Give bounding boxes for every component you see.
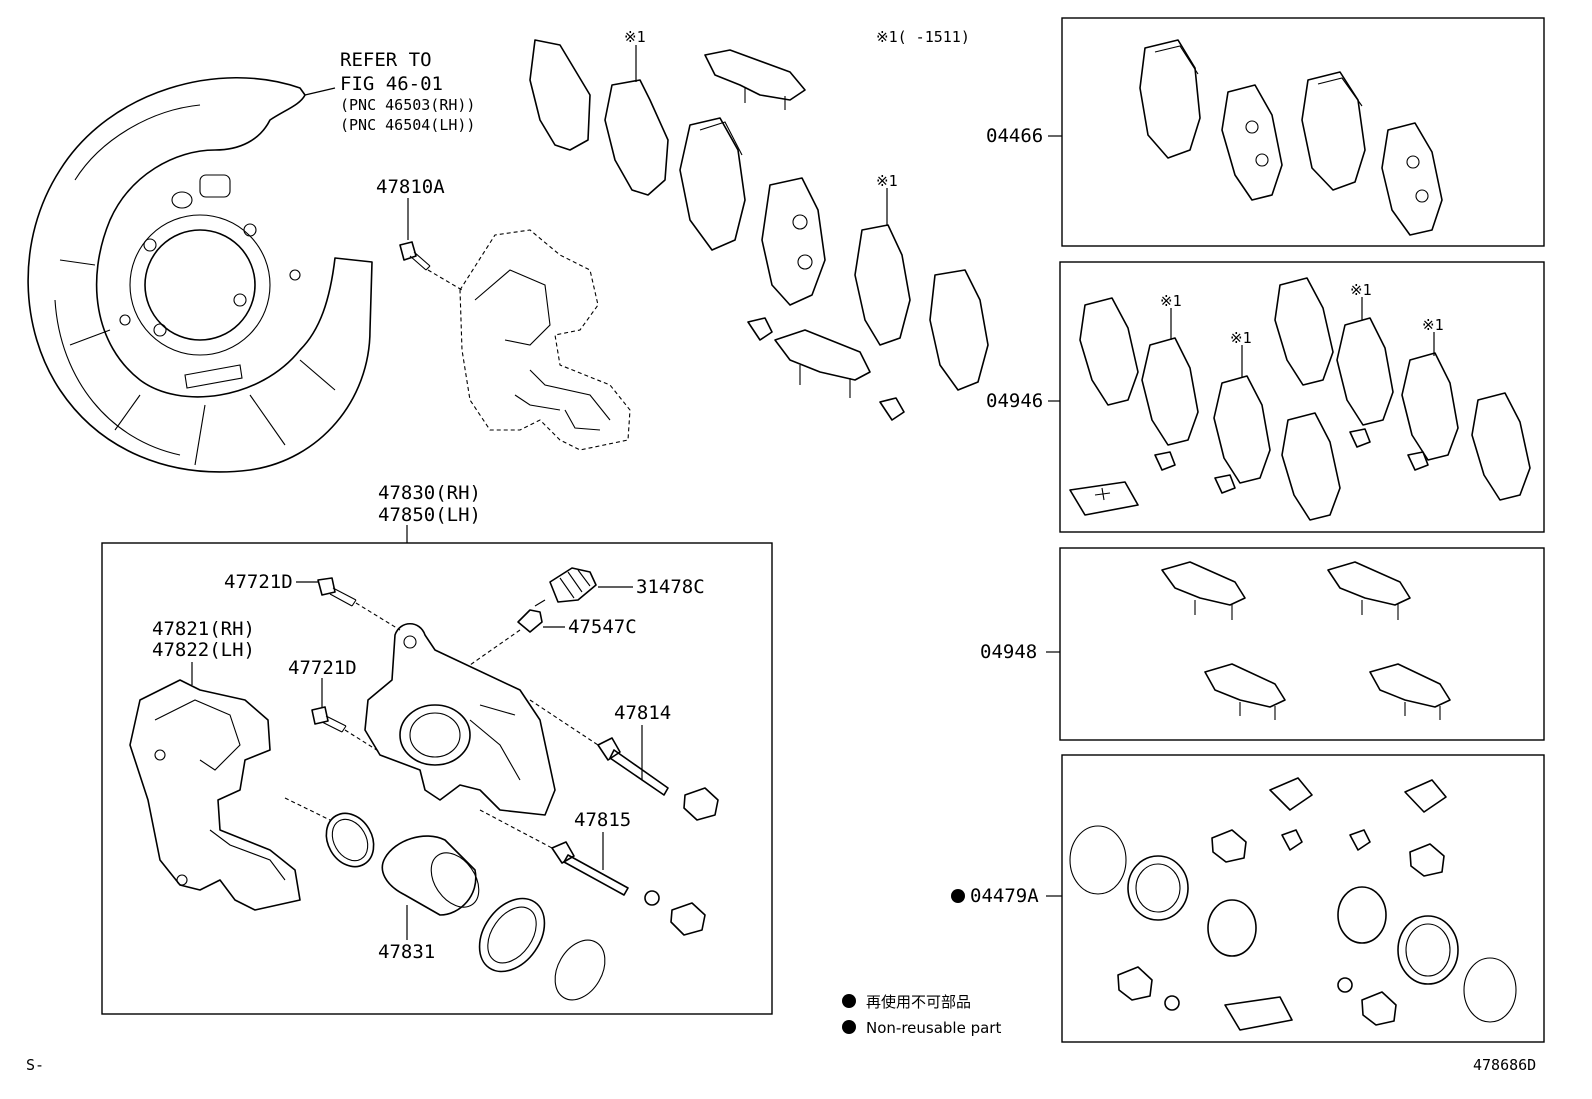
kit-04479A-seals [1069,777,1517,1031]
kit-box-04948 [1059,547,1545,741]
diagram-code: 478686D [1473,1056,1536,1074]
legend-en: Non-reusable part [866,1019,1001,1037]
note-mark-2: ※1 [876,172,898,190]
refer-line2: FIG 46-01 [340,73,443,95]
legend-dot-en [842,1020,856,1034]
kit-04948-shims [1161,561,1451,720]
range-note: ※1( -1511) [876,28,970,46]
bolt-47721D-upper [317,577,401,631]
bleeder-cap-31478C [549,567,597,603]
note-mark-5: ※1 [1350,281,1372,299]
refer-line1: REFER TO [340,49,432,71]
note-mark-3: ※1 [1160,292,1182,310]
label-47831: 47831 [378,941,435,963]
shims-top [704,49,905,421]
kit-box-04946 [1059,261,1545,533]
caliper-bracket-upper [459,229,631,451]
kit-box-04466 [1061,17,1545,247]
dust-shield [27,77,373,473]
label-47830: 47830(RH) [378,482,481,504]
label-47850: 47850(LH) [378,504,481,526]
label-04948: 04948 [980,641,1037,663]
footer-left: S- [26,1056,44,1074]
label-47821: 47821(RH) [152,618,255,640]
label-47814: 47814 [614,702,671,724]
label-31478C: 31478C [636,576,705,598]
kit-04466-pads [1139,39,1443,236]
caliper-body [364,622,556,816]
label-47822: 47822(LH) [152,639,255,661]
bolt-47721D-lower [311,706,381,753]
bleeder-plug-47547C [469,599,546,666]
pads-top-row [529,39,989,391]
note-mark-6: ※1 [1422,316,1444,334]
slide-pin-47814 [529,699,719,821]
note-mark-1: ※1 [624,28,646,46]
label-47721D-lower: 47721D [288,657,357,679]
refer-line4: (PNC 46504(LH)) [340,116,475,134]
label-04479A: 04479A [970,885,1039,907]
seal-and-piston [284,797,606,1001]
kit-04946-pads [1069,277,1531,521]
label-04466: 04466 [986,125,1043,147]
legend-jp: 再使用不可部品 [866,993,971,1011]
caliper-mounting-bracket [129,679,301,911]
note-mark-4: ※1 [1230,329,1252,347]
slide-pin-47815 [479,809,706,936]
kit-box-04479A [1061,754,1545,1043]
refer-line3: (PNC 46503(RH)) [340,96,475,114]
caliper-assembly-box [101,542,773,1015]
label-47815: 47815 [574,809,631,831]
non-reusable-dot [951,889,965,903]
label-47810A: 47810A [376,176,445,198]
label-47547C: 47547C [568,616,637,638]
label-04946: 04946 [986,390,1043,412]
bolt-47810A [399,241,463,291]
label-47721D-upper: 47721D [224,571,293,593]
legend-dot-jp [842,994,856,1008]
